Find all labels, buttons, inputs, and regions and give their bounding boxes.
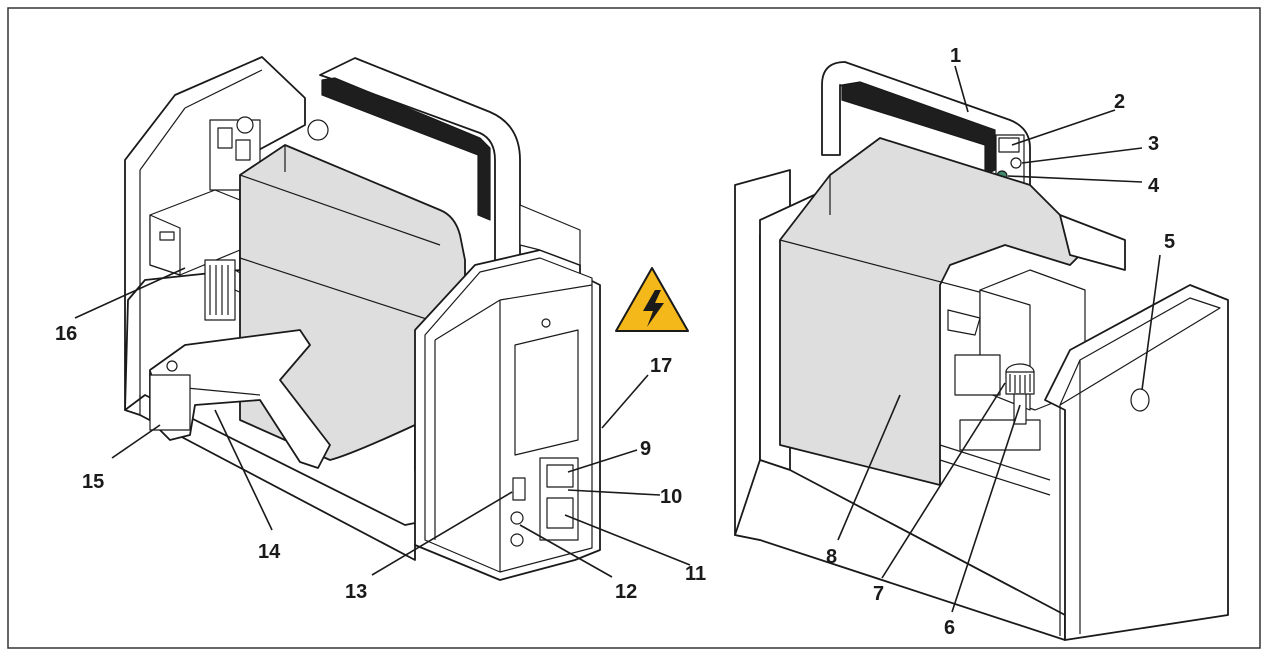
callout-labels: 16 15 14 13 12 11 10 9 17 1 2 3 4 5 6 7 … bbox=[55, 45, 1175, 639]
callout-13: 13 bbox=[345, 581, 367, 603]
callout-10: 10 bbox=[660, 486, 682, 508]
callout-9: 9 bbox=[640, 438, 651, 460]
callout-8: 8 bbox=[826, 546, 837, 568]
callout-7: 7 bbox=[873, 583, 884, 605]
main-switch bbox=[546, 497, 574, 529]
callout-4: 4 bbox=[1148, 175, 1160, 197]
right-side-plate bbox=[1044, 284, 1229, 641]
callout-6: 6 bbox=[944, 617, 955, 639]
callout-16: 16 bbox=[55, 323, 77, 345]
left-view-machine bbox=[124, 56, 601, 581]
button-indicator-3 bbox=[1010, 157, 1022, 169]
leader-lines bbox=[74, 65, 1161, 613]
rocker-switch bbox=[512, 477, 526, 501]
display-indicator bbox=[998, 137, 1020, 153]
side-hole bbox=[1130, 388, 1150, 412]
callout-17: 17 bbox=[650, 355, 672, 377]
callout-11: 11 bbox=[685, 563, 706, 585]
display-window bbox=[514, 329, 579, 456]
right-cover bbox=[779, 137, 1091, 486]
callout-15: 15 bbox=[82, 471, 104, 493]
fuse-holder-bottom bbox=[510, 533, 524, 547]
callout-2: 2 bbox=[1114, 91, 1125, 113]
fuse-holder-top bbox=[510, 511, 524, 525]
right-mechanism bbox=[939, 269, 1086, 496]
left-feed-tray bbox=[149, 329, 331, 469]
left-front-panel bbox=[414, 204, 601, 581]
right-view-machine bbox=[734, 61, 1229, 641]
electric-hazard-icon bbox=[615, 267, 689, 332]
callout-14: 14 bbox=[258, 541, 281, 563]
callout-3: 3 bbox=[1148, 133, 1159, 155]
callout-1: 1 bbox=[950, 45, 961, 67]
callout-12: 12 bbox=[615, 581, 637, 603]
callout-5: 5 bbox=[1164, 231, 1175, 253]
